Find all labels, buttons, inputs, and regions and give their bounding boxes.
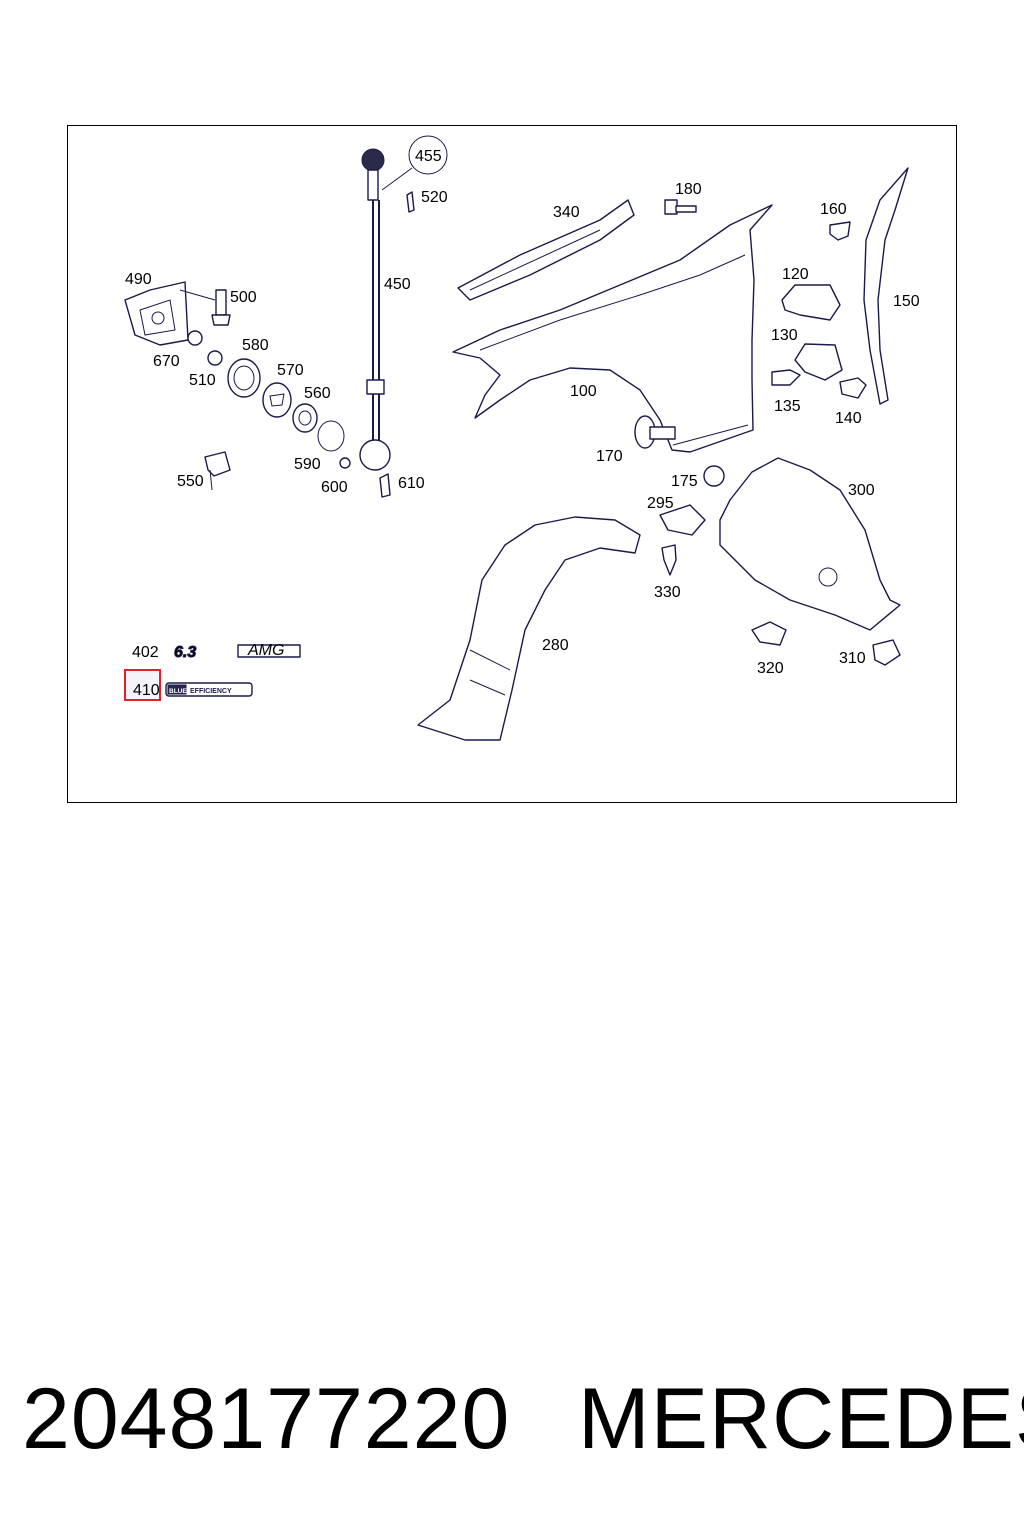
callout-180: 180 [675,181,702,198]
nut-310 [872,639,901,666]
callout-560: 560 [304,385,331,402]
clip-160 [829,221,851,241]
callout-600: 600 [321,479,348,496]
callout-500: 500 [230,289,257,306]
bolt-140 [839,377,867,399]
badge-amg-text: AMG [247,642,284,659]
footer: 2048177220 MERCEDES [0,1370,1024,1480]
callout-175: 175 [671,473,698,490]
callout-labels: 455 520 450 490 500 580 670 510 570 560 … [125,148,920,699]
callout-402: 402 [132,644,159,661]
callout-130: 130 [771,327,798,344]
callout-140: 140 [835,410,862,427]
antenna-mast [359,135,448,498]
badge-63-text: 6.3 [174,644,196,661]
bracket-130 [794,343,843,381]
clip-295 [659,504,706,536]
callout-280: 280 [542,637,569,654]
callout-455: 455 [415,148,442,165]
fender-support-rail [457,199,635,301]
diagram-frame [67,125,957,803]
front-fender [452,204,773,453]
callout-160: 160 [820,201,847,218]
callout-320: 320 [757,660,784,677]
callout-520: 520 [421,189,448,206]
callout-170: 170 [596,448,623,465]
wheel-liner-rear [719,457,901,631]
callout-570: 570 [277,362,304,379]
callout-310: 310 [839,650,866,667]
wheel-liner-front [417,516,641,741]
hinge-bracket-group [124,281,351,491]
callout-330: 330 [654,584,681,601]
screw-330 [661,544,677,576]
part-number: 2048177220 [22,1371,511,1467]
brand-name: MERCEDES [578,1371,1024,1467]
callout-300: 300 [848,482,875,499]
callout-410: 410 [133,682,160,699]
callout-590: 590 [294,456,321,473]
callout-610: 610 [398,475,425,492]
callout-340: 340 [553,204,580,221]
bolt-180 [664,199,697,215]
stud-170 [634,415,676,449]
bracket-150 [863,167,909,405]
callout-295: 295 [647,495,674,512]
callout-510: 510 [189,372,216,389]
callout-580: 580 [242,337,269,354]
nut-175 [703,465,725,487]
screw-320 [751,621,787,646]
callout-670: 670 [153,353,180,370]
callout-150: 150 [893,293,920,310]
bracket-120 [781,284,841,321]
callout-100: 100 [570,383,597,400]
callout-550: 550 [177,473,204,490]
badge-efficiency-text: EFFICIENCY [190,688,232,695]
callout-450: 450 [384,276,411,293]
badge-63-amg: 6.3 AMG [174,642,301,662]
callout-490: 490 [125,271,152,288]
badge-blue-efficiency: BLUE EFFICIENCY [165,682,253,697]
bolt-135 [771,369,801,386]
callout-135: 135 [774,398,801,415]
callout-120: 120 [782,266,809,283]
badge-blue-text: BLUE [169,688,187,695]
highlight-box-410 [124,669,161,701]
